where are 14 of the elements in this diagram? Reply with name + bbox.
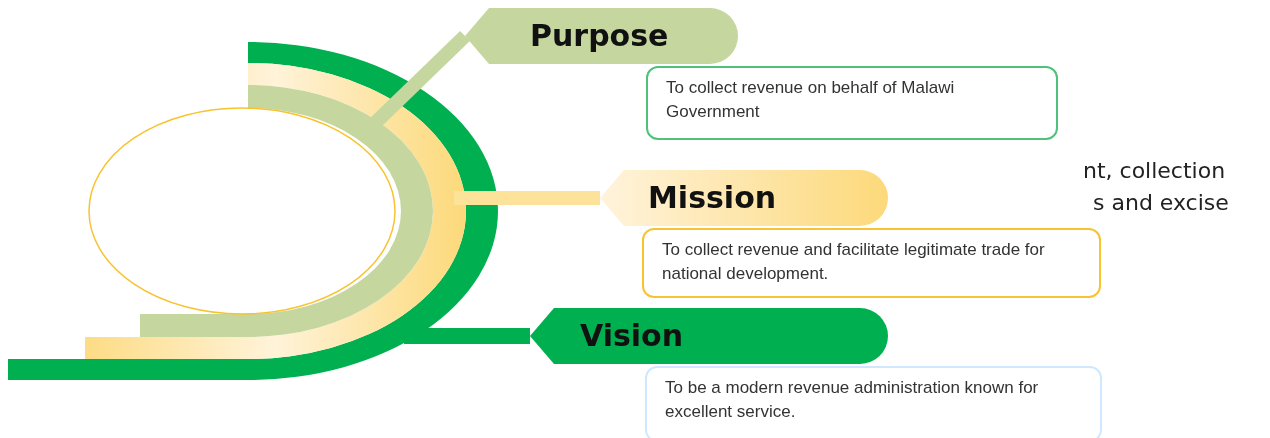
ellipse-shape <box>88 107 396 315</box>
tab-title: Purpose <box>530 17 669 55</box>
text-fragment: nt, collection <box>1083 158 1226 183</box>
title-tab <box>465 8 738 64</box>
title-tab <box>600 170 888 226</box>
tab-title: Vision <box>580 317 684 355</box>
title-tab <box>530 308 888 364</box>
text-box: To collect revenue and facilitate legitimate trade for national development. <box>642 228 1101 298</box>
connector-line <box>454 191 600 205</box>
text-fragment: s and excise <box>1093 190 1229 215</box>
tab-title: Mission <box>648 179 777 217</box>
text-box: To be a modern revenue administration known for excellent service. <box>645 366 1102 438</box>
text-box: To collect revenue on behalf of Malawi Government <box>646 66 1058 140</box>
connector-line <box>404 328 530 344</box>
